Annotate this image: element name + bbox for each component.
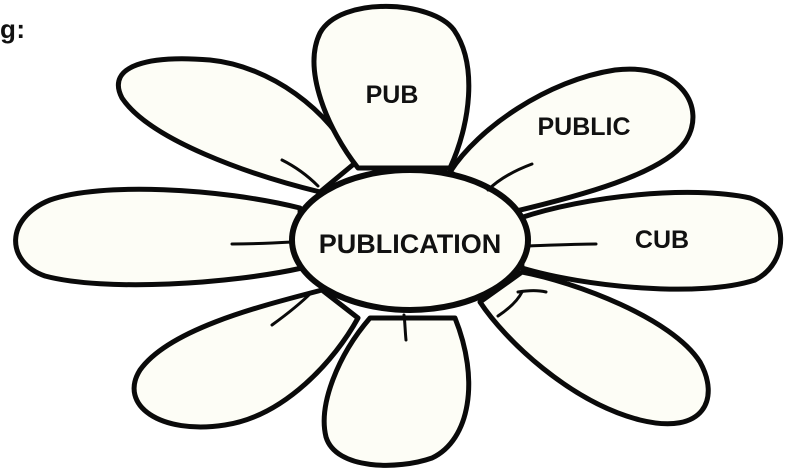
flower-center xyxy=(289,167,531,313)
petal-upper-right xyxy=(447,66,696,215)
petal-bottom xyxy=(321,315,472,468)
figure-label: g: xyxy=(0,14,26,44)
petal-word-right: CUB xyxy=(635,226,689,254)
petal-word-upper-right: PUBLIC xyxy=(537,113,630,141)
center-word: PUBLICATION xyxy=(319,229,502,259)
petal-left xyxy=(13,186,305,288)
petal-word-top: PUB xyxy=(366,81,419,109)
petal-upper-left xyxy=(115,56,358,195)
petal-lower-left xyxy=(131,287,361,430)
petal-right xyxy=(517,189,784,292)
petal-lower-right xyxy=(477,269,711,427)
petal-top xyxy=(311,3,472,171)
petal-veins xyxy=(230,158,598,342)
